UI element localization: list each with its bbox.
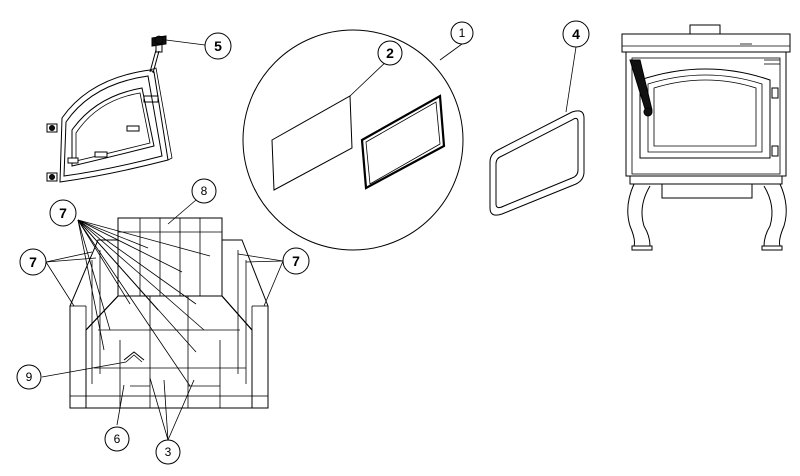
callout-5: 5 (204, 32, 232, 60)
callout-7-top: 7 (49, 199, 77, 227)
firebrick-assembly (69, 217, 269, 409)
callout-7-right-label: 7 (292, 253, 300, 269)
stove-front-view (621, 24, 791, 251)
callout-7-left-label: 7 (29, 254, 37, 270)
callout-4: 4 (562, 20, 590, 48)
callout-7-right: 7 (282, 247, 310, 275)
callout-8: 8 (191, 178, 217, 204)
callout-1-label: 1 (459, 26, 466, 40)
callout-7-left: 7 (19, 248, 47, 276)
leader-lines (41, 39, 577, 441)
door-gasket (489, 110, 585, 216)
callout-8-label: 8 (201, 184, 208, 198)
callout-4-label: 4 (572, 26, 580, 42)
callout-9-label: 9 (26, 370, 33, 384)
door-assembly (46, 35, 173, 183)
callout-2: 2 (377, 40, 403, 66)
callout-5-label: 5 (214, 38, 222, 54)
callout-7-top-label: 7 (59, 205, 67, 221)
callout-1: 1 (450, 21, 474, 45)
glass-gasket-detail (242, 29, 464, 251)
callout-6-label: 6 (114, 432, 121, 446)
callout-3-label: 3 (165, 445, 172, 459)
callout-6: 6 (104, 426, 130, 452)
callout-9: 9 (16, 364, 42, 390)
callout-2-label: 2 (386, 45, 394, 61)
callout-3: 3 (155, 439, 181, 465)
